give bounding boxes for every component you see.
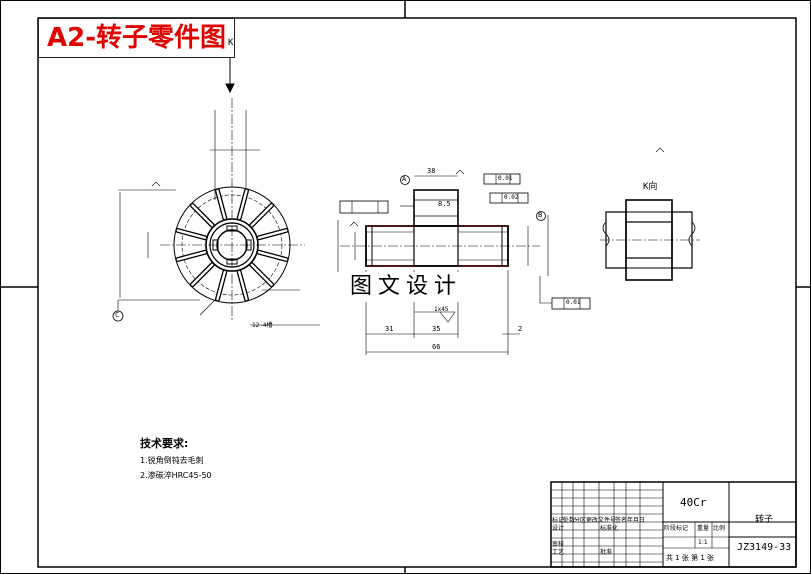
- k-direction-view: [600, 199, 700, 281]
- sheet-info-text: 共 1 张 第 1 张: [666, 554, 715, 562]
- datum-b-label: B: [538, 211, 543, 219]
- rotor-slot-inner: [216, 189, 226, 220]
- rotor-slot-inner: [191, 204, 214, 227]
- dim-left-length: 31: [385, 325, 394, 333]
- title-block-label: 阶段标记: [664, 525, 689, 532]
- annotation-marks: [151, 147, 665, 227]
- title-block-label: 比例: [713, 525, 726, 532]
- title-block-label: 签名: [615, 517, 628, 524]
- rotor-slot-inner: [250, 263, 273, 286]
- dim-slot-note: 12-4槽: [252, 322, 273, 329]
- requirement-item: 1.锐角倒钝去毛刺: [140, 456, 204, 465]
- title-block-label: 更改文件号: [586, 517, 617, 524]
- title-block-label: 工艺: [552, 549, 565, 556]
- rotor-slot-inner: [238, 189, 248, 220]
- dim-overall-length: 66: [432, 343, 441, 351]
- part-name-text: 转子: [755, 515, 774, 525]
- dim-hub-length: 38: [427, 167, 436, 175]
- dim-mid-length: 35: [432, 325, 441, 333]
- requirement-item: 2.渗碳淬HRC45-50: [140, 471, 212, 480]
- radial-slots: [175, 188, 289, 302]
- dim-keyway: 8.5: [438, 200, 451, 208]
- material-text: 40Cr: [680, 496, 707, 509]
- rotor-slot-inner: [250, 204, 273, 227]
- title-block-grid: [551, 482, 663, 567]
- rotor-slot-inner: [216, 270, 226, 301]
- datum-c-label: C: [115, 311, 120, 319]
- title-block-label: 处数: [563, 517, 576, 524]
- title-block-label: 批准: [600, 549, 613, 556]
- rotor-slot-inner: [191, 263, 214, 286]
- k-arrow-label: K: [228, 38, 234, 48]
- dim-chamfer: 1x45: [434, 306, 449, 313]
- tolerance-value: 0.01: [566, 299, 581, 306]
- datum-a-label: A: [402, 175, 407, 183]
- title-block-label: 重量: [697, 525, 710, 532]
- rotor-slot-inner: [176, 251, 207, 261]
- title-block-label: 审核: [552, 541, 565, 548]
- rotor-slot-inner: [257, 251, 288, 261]
- requirements-title: 技术要求:: [140, 437, 189, 450]
- technical-requirements: 技术要求: 1.锐角倒钝去毛刺 2.渗碳淬HRC45-50: [140, 436, 212, 483]
- title-block-label: 分区: [574, 517, 587, 524]
- dim-right-offset: 2: [518, 325, 523, 333]
- rotor-end-view: [112, 50, 320, 326]
- drawing-title-banner: A2-转子零件图: [38, 18, 236, 58]
- rotor-slot-inner: [238, 270, 248, 301]
- title-block-label: 标记: [552, 517, 565, 524]
- k-view-label: K向: [643, 182, 658, 192]
- title-block: [550, 481, 797, 568]
- rotor-section-view: [337, 173, 591, 355]
- drawing-number-text: JZ3149-33: [737, 542, 792, 553]
- title-block-label: 年月日: [627, 517, 646, 524]
- tolerance-value: 0.01: [498, 175, 513, 182]
- watermark-text: 图文设计: [336, 272, 476, 302]
- scale-text: 1:1: [698, 539, 708, 546]
- title-block-label: 标准化: [600, 525, 619, 532]
- tolerance-value: 0.02: [504, 194, 519, 201]
- rotor-slot-inner: [176, 229, 207, 239]
- rotor-slot-inner: [257, 229, 288, 239]
- title-block-label: 设计: [552, 525, 565, 532]
